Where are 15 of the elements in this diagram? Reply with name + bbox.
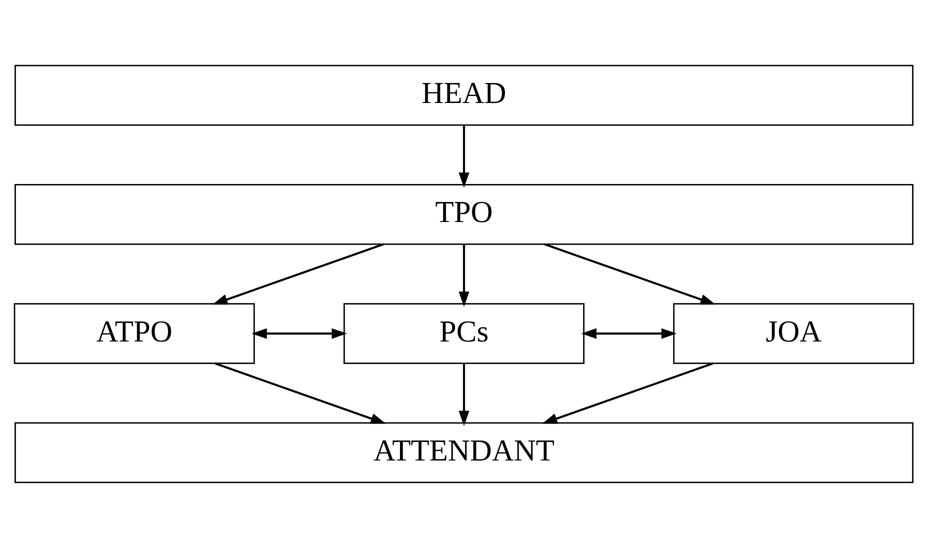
node-box: ATPO (14, 303, 255, 364)
arrow (252, 328, 347, 339)
arrow (542, 362, 714, 424)
node-box: ATTENDANT (14, 422, 914, 484)
arrow (581, 328, 677, 339)
arrow (458, 364, 470, 426)
node-box: HEAD (14, 64, 914, 126)
node-box: PCs (344, 303, 584, 364)
arrow (212, 243, 384, 305)
arrow (214, 362, 386, 424)
node-box: TPO (14, 184, 914, 245)
arrow (458, 244, 470, 307)
arrow (458, 125, 470, 188)
arrow (544, 243, 716, 305)
node-box: JOA (673, 303, 914, 364)
